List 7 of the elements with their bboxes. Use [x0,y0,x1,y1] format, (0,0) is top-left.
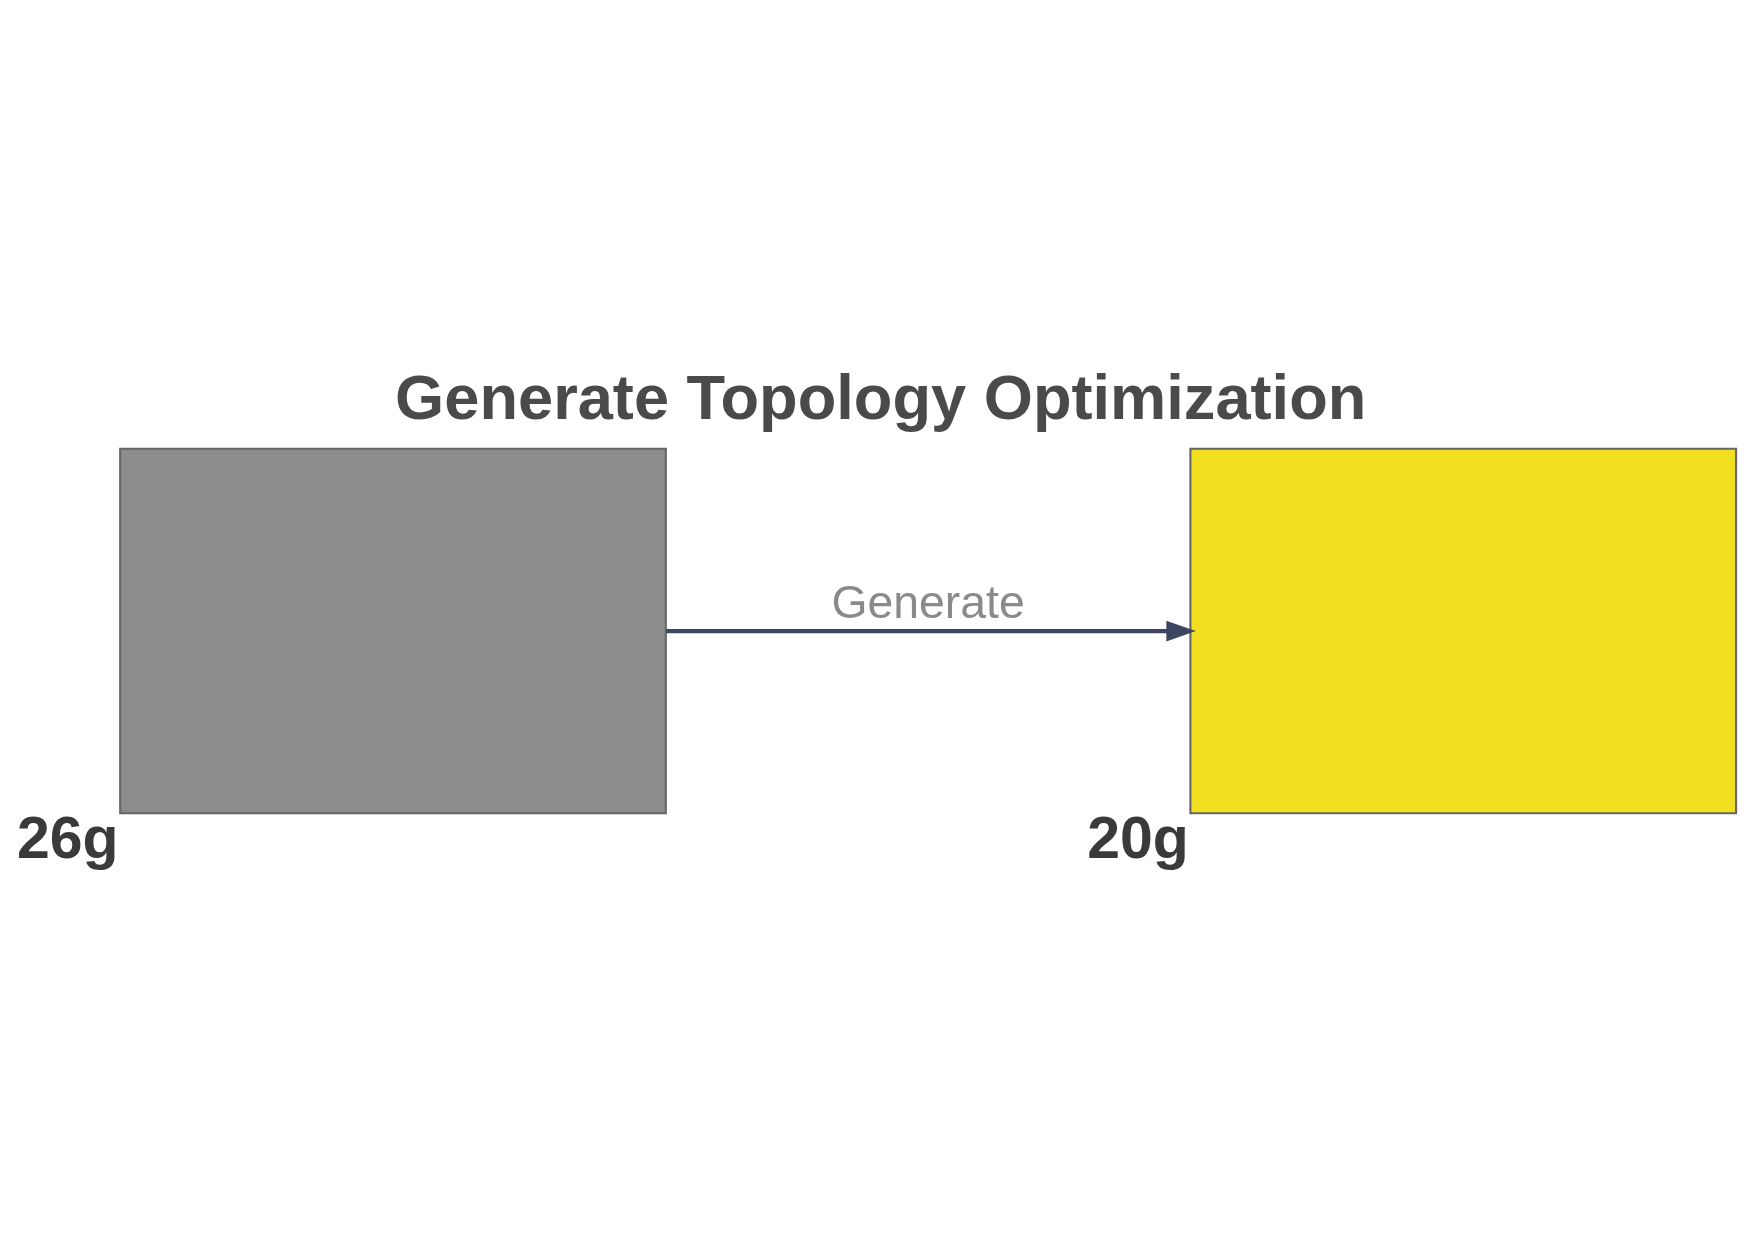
arrow [666,620,1196,641]
diagram-title: Generate Topology Optimization [395,361,1367,432]
node-box [119,447,667,814]
node-box [1189,447,1738,814]
edge-label: Generate [831,575,1025,628]
node-label: 26g [16,804,119,870]
node-label: 20g [1087,804,1189,870]
